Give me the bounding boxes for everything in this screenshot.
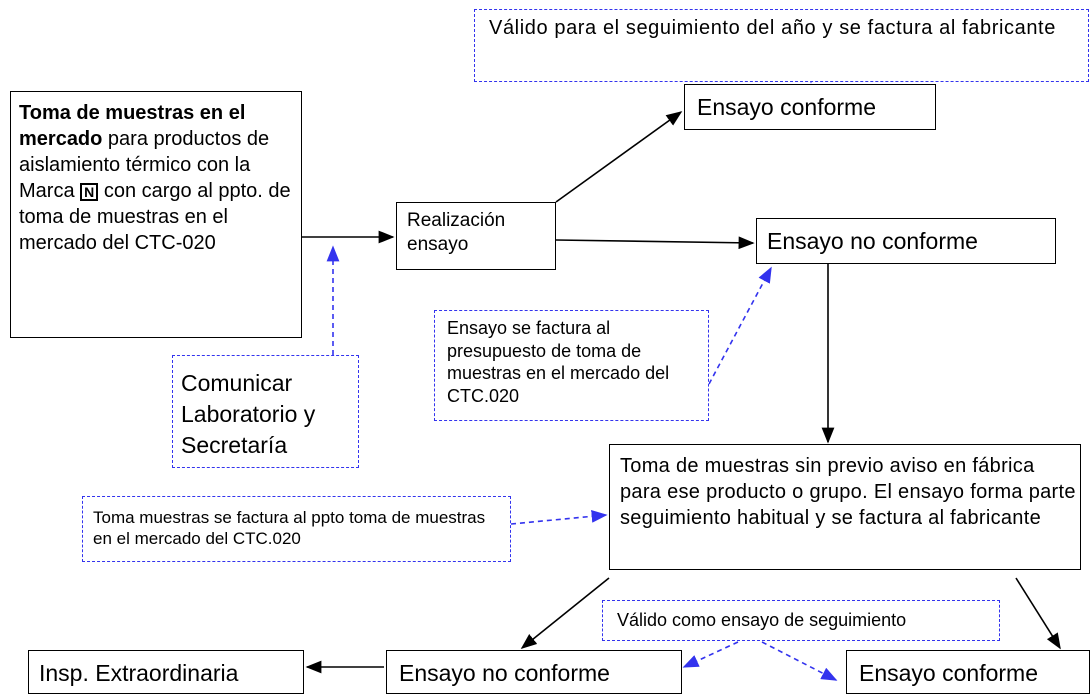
toma-fabrica-box: Toma de muestras sin previo aviso en fáb… [609,444,1081,570]
ensayo-no-conforme-box: Ensayo no conforme [756,218,1056,264]
arrow-realizacion-to-no-conforme [555,236,755,250]
arrow-note-bottom-right [761,641,838,681]
start-box-rest: para productos de aislamiento térmico co… [19,128,270,202]
ensayo-conforme-2-text: Ensayo conforme [859,660,1038,686]
arrow-realizacion-to-conforme [555,111,683,203]
ensayo-conforme-text: Ensayo conforme [697,94,876,120]
note-bottom: Válido como ensayo de seguimiento [602,600,1000,641]
arrow-note-left [510,509,608,525]
start-box-bold: Toma de muestras en el mercado [19,102,246,150]
comunicar-text: Comunicar Laboratorio y Secretaría [181,370,316,459]
note-top-text: Válido para el seguimiento del año y se … [489,17,1056,39]
note-left-text: Toma muestras se factura al ppto toma de… [93,508,486,549]
arrow-toma-to-no-conforme-2 [520,577,610,650]
note-mid: Ensayo se factura al presupuesto de toma… [434,310,709,421]
note-left: Toma muestras se factura al ppto toma de… [82,496,511,562]
start-box-rest2: con cargo al ppto. de toma de muestras e… [19,180,291,254]
insp-extraordinaria-box: Insp. Extraordinaria [28,650,304,694]
arrow-note-bottom-left [682,641,739,668]
note-bottom-text: Válido como ensayo de seguimiento [617,610,907,630]
arrow-note-mid [708,266,772,385]
start-box-text: Toma de muestras en el mercado para prod… [19,100,297,256]
start-box: Toma de muestras en el mercado para prod… [10,91,302,338]
marca-n-icon: N [80,182,99,201]
toma-fabrica-text: Toma de muestras sin previo aviso en fáb… [620,455,1076,529]
note-top: Válido para el seguimiento del año y se … [474,9,1089,82]
ensayo-conforme-box: Ensayo conforme [684,84,936,130]
note-mid-text: Ensayo se factura al presupuesto de toma… [447,318,670,406]
realizacion-box: Realización ensayo [396,202,556,270]
arrow-toma-to-conforme-2 [1015,577,1061,650]
ensayo-conforme-2-box: Ensayo conforme [846,650,1090,694]
ensayo-no-conforme-2-text: Ensayo no conforme [399,660,610,686]
comunicar-box: Comunicar Laboratorio y Secretaría [172,355,359,468]
insp-extraordinaria-text: Insp. Extraordinaria [39,660,239,686]
realizacion-text: Realización ensayo [407,210,506,255]
ensayo-no-conforme-text: Ensayo no conforme [767,228,978,254]
ensayo-no-conforme-2-box: Ensayo no conforme [386,650,682,694]
